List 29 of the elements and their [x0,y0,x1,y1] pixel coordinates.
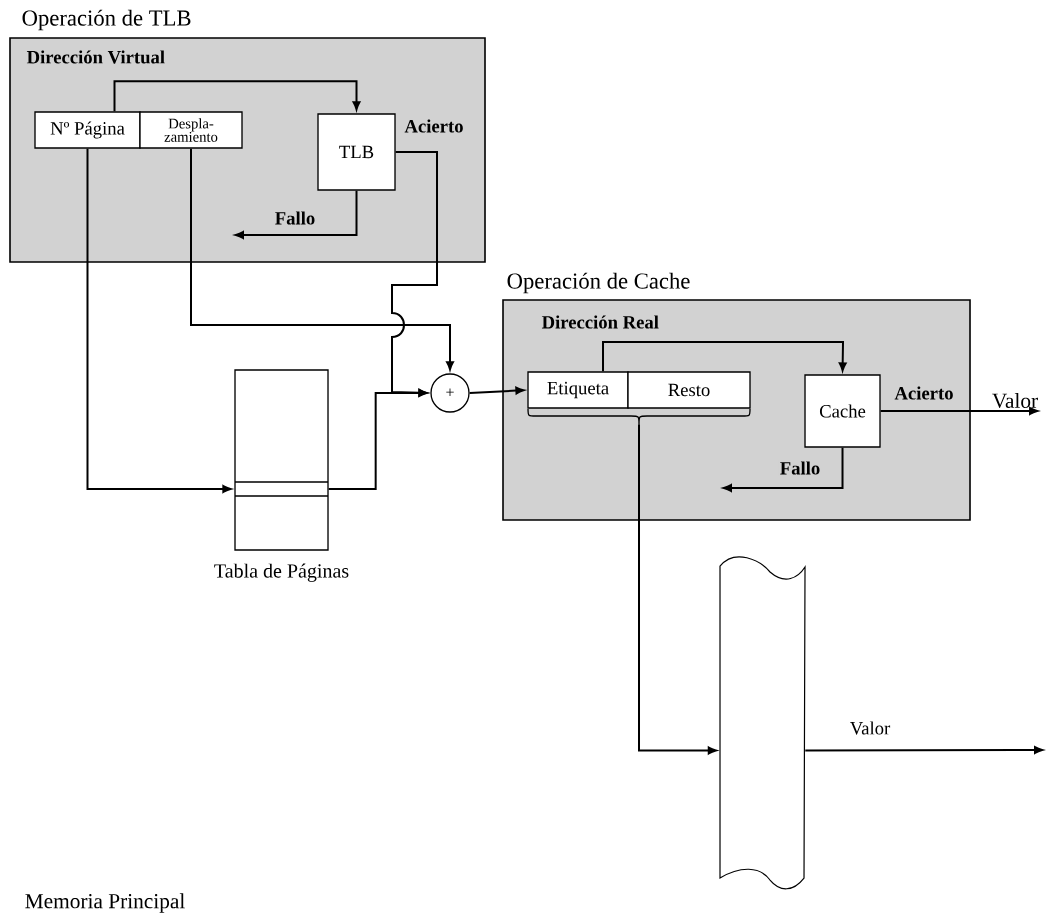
arrow [879,407,1039,415]
caption-text: Memoria Principal [25,893,185,913]
arrow [468,386,525,395]
page-table: Tabla de Páginas [214,369,349,582]
brace [527,408,751,425]
field-box: Resto [627,371,751,409]
node-label: Operación de Cache [507,272,690,294]
edge-label: Acierto [404,119,463,133]
arrow [602,341,847,373]
arrow [804,746,1044,754]
arrow [113,80,361,113]
process-box: TLB [317,113,396,191]
edge-label: Valor [850,721,891,735]
memory-strip [719,556,806,890]
arrow [723,446,844,492]
node-label: Tabla de Páginas [214,563,349,582]
edge-label: Acierto [894,386,953,400]
field-box: Despla- zamiento [139,111,243,149]
process-box: Cache [804,374,881,448]
arrow [235,189,358,239]
arrow [190,147,454,371]
arrow [86,147,232,493]
field-box: Nº Página [34,111,141,149]
arrow [327,389,428,490]
output-label: Valor [992,392,1038,409]
edge-label: Fallo [275,211,315,225]
edge-label: Fallo [780,461,820,475]
node-label: Operación de TLB [22,9,191,31]
field-box: Etiqueta [527,371,629,409]
